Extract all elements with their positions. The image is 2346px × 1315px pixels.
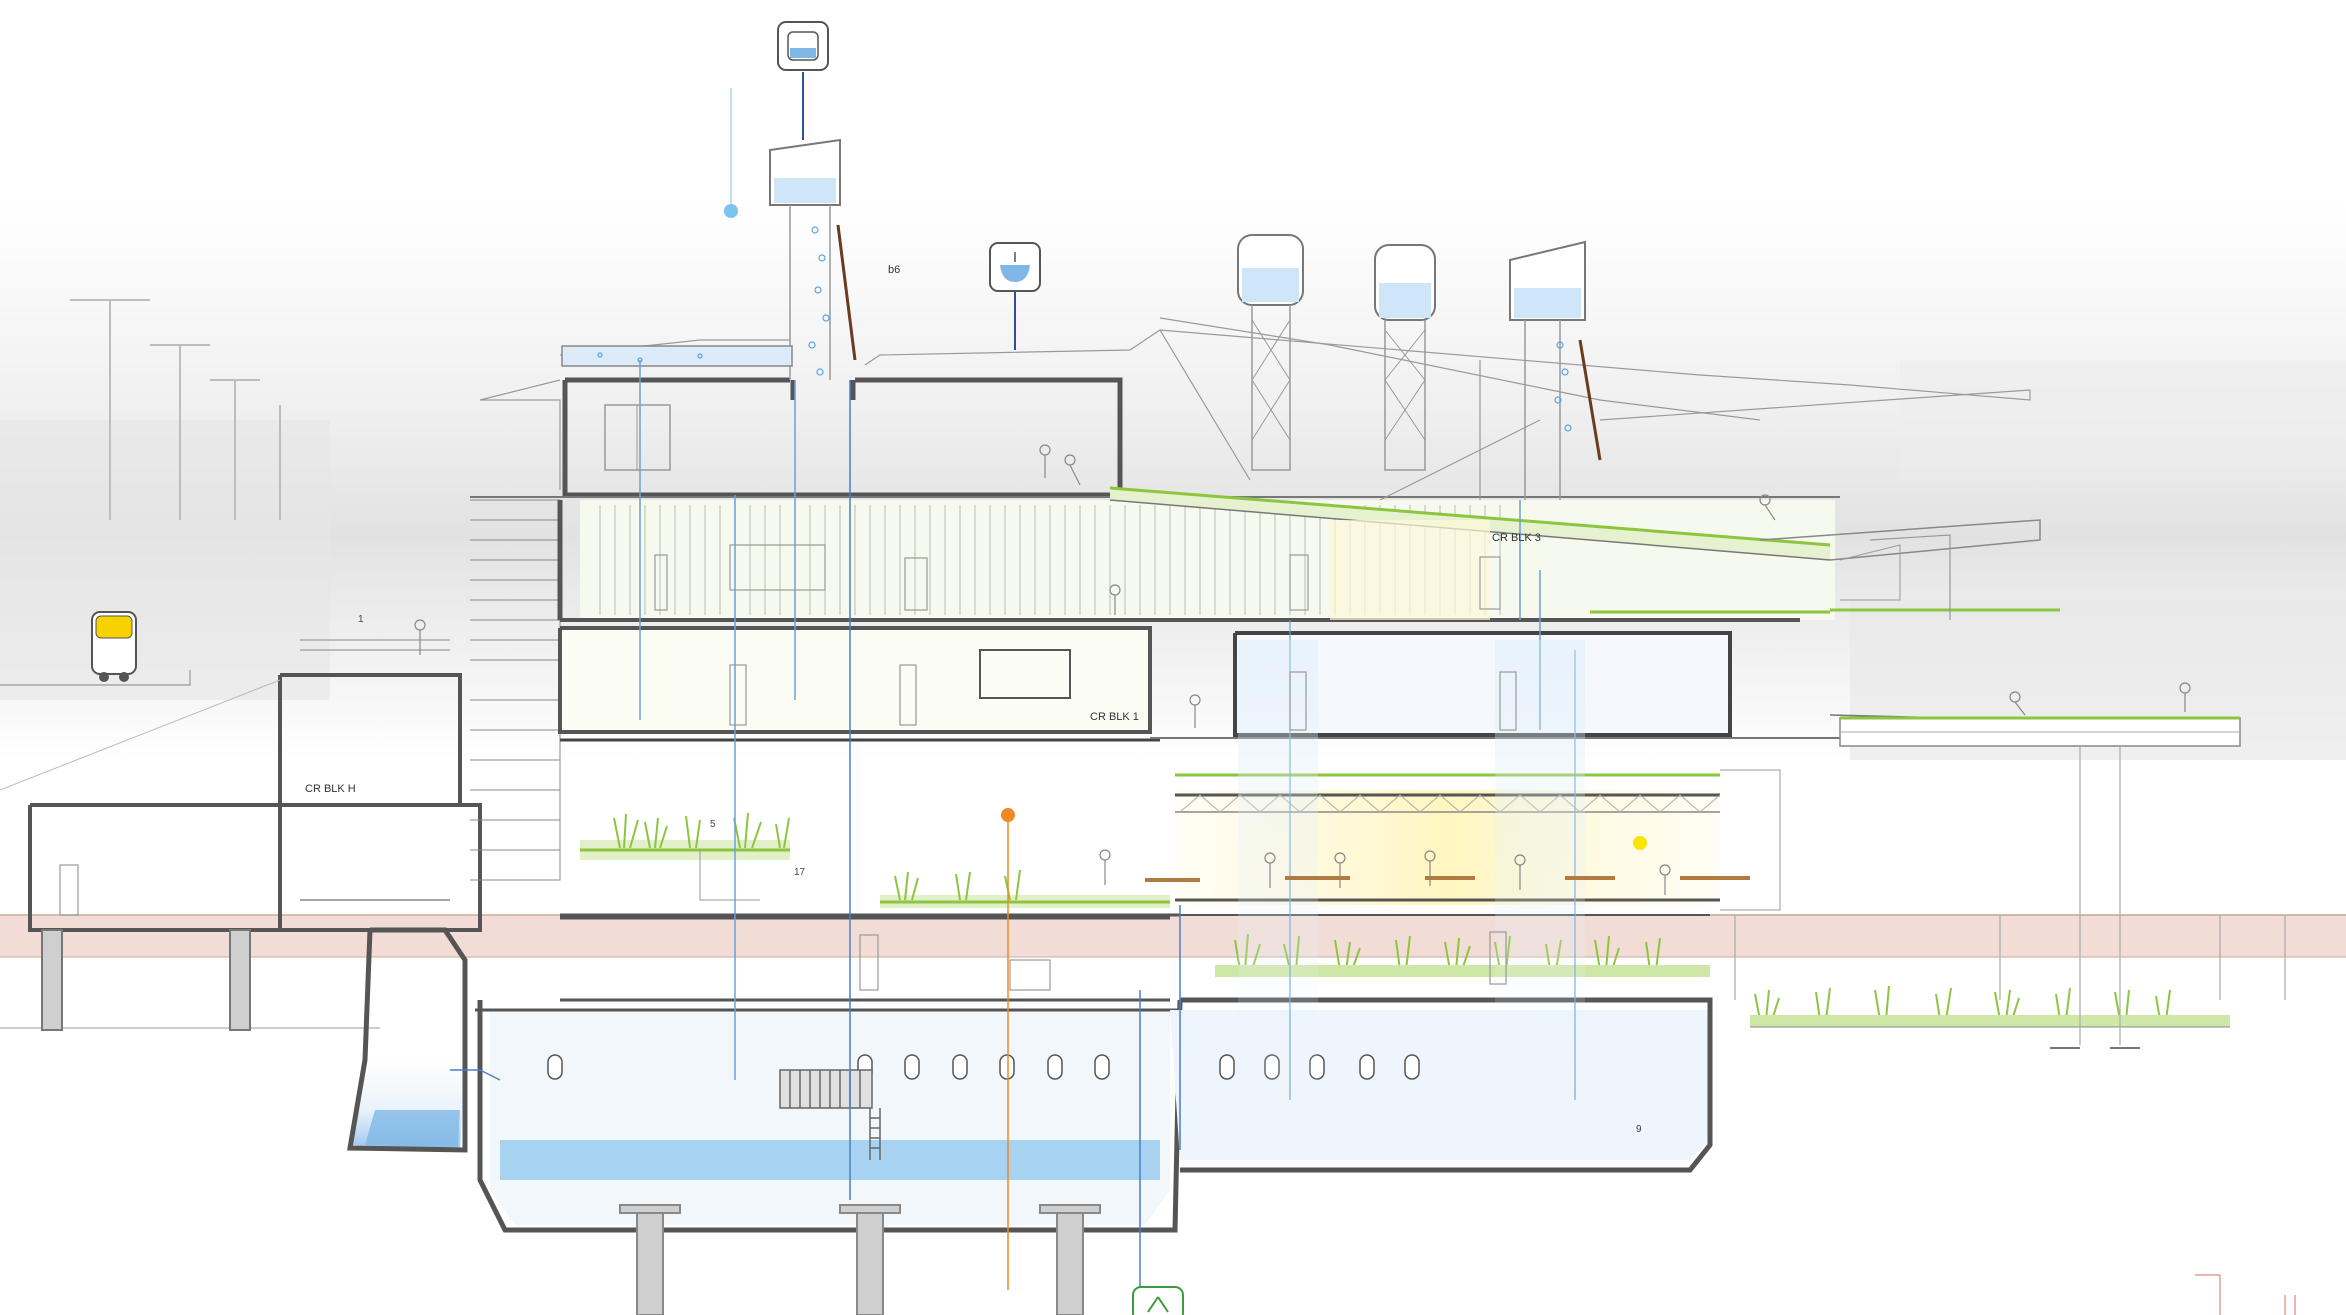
atrium-planted-terrace [560, 840, 1180, 917]
label-1: 1 [358, 614, 364, 625]
water-tower-3 [1509, 240, 1586, 500]
background-haze [0, 200, 2346, 760]
room-fixtures [59, 544, 1517, 991]
people-figures [414, 444, 2191, 895]
planter-beds [1215, 965, 2230, 1028]
water-tank-icon [777, 21, 829, 71]
label-cr-blk-1: CR BLK 1 [1090, 711, 1139, 723]
foundation-piles [619, 1204, 1101, 1315]
accent-markers [724, 88, 1647, 1290]
rain-chains [836, 224, 1602, 461]
vending-kiosk-icon [91, 611, 137, 682]
light-shafts [1238, 520, 1585, 1100]
benches [1145, 876, 1750, 882]
background-street-lamps [70, 299, 281, 520]
pump-unit [779, 1069, 881, 1160]
label-cr-blk-h: CR BLK H [305, 783, 356, 795]
label-17: 17 [794, 867, 806, 878]
middle-floor-volume [470, 496, 1840, 622]
left-stairs [300, 399, 561, 881]
label-5: 5 [710, 819, 716, 830]
roof-structure-lines [479, 317, 2031, 620]
section-marker-icon [2195, 1274, 2296, 1315]
water-tower-2 [1374, 244, 1436, 471]
right-structure [1710, 745, 2346, 1049]
roof-planter-left [561, 345, 793, 367]
left-platform [0, 670, 482, 1031]
basement-cistern-left [347, 927, 468, 1153]
water-tower-1 [1237, 234, 1304, 471]
floor-cr-blk-1 [558, 626, 1160, 742]
cistern-outlet-pipes [547, 1054, 1420, 1080]
water-droplets [597, 226, 1572, 432]
north-arrow-icon [1132, 1286, 1184, 1315]
label-9: 9 [1636, 1124, 1642, 1135]
label-b6: b6 [888, 264, 900, 276]
water-tower-top-left [769, 138, 841, 380]
label-cr-blk-3: CR BLK 3 [1492, 532, 1541, 544]
washbasin-icon [989, 242, 1041, 292]
